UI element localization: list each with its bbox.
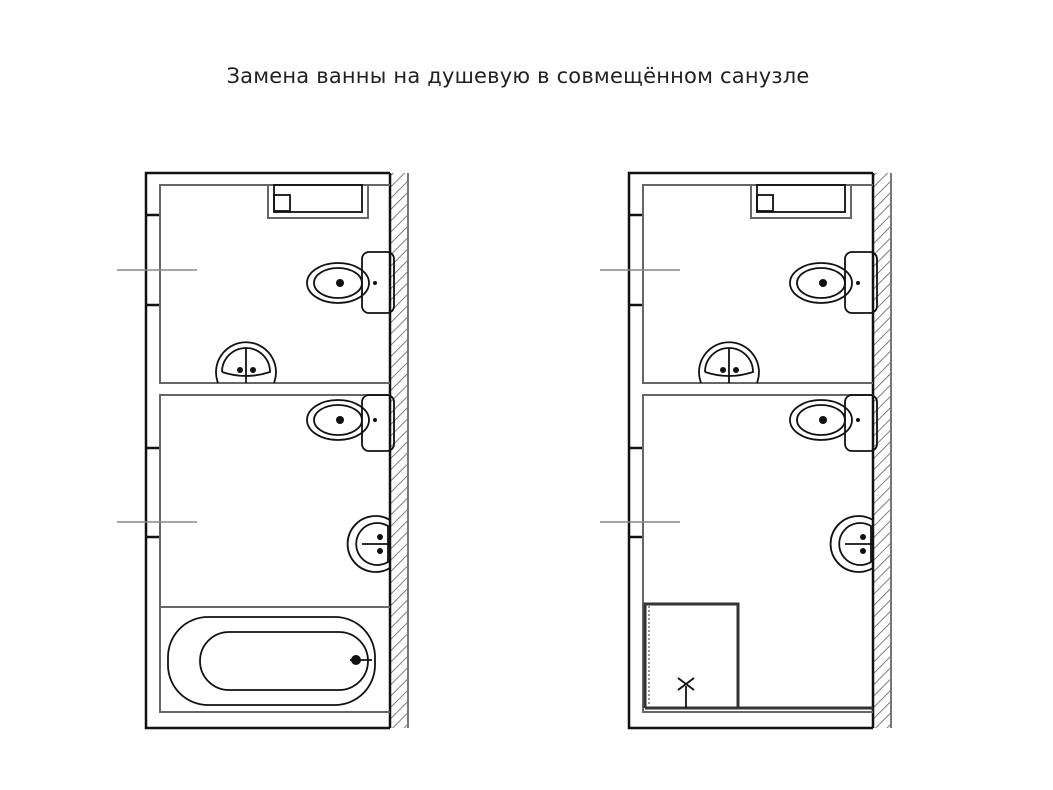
- diagram-title: Замена ванны на душевую в совмещённом са…: [226, 64, 810, 88]
- bathtub: [160, 606, 390, 706]
- plan-before: [115, 171, 410, 730]
- shower-tray: [643, 602, 873, 710]
- plan-after: [598, 171, 893, 730]
